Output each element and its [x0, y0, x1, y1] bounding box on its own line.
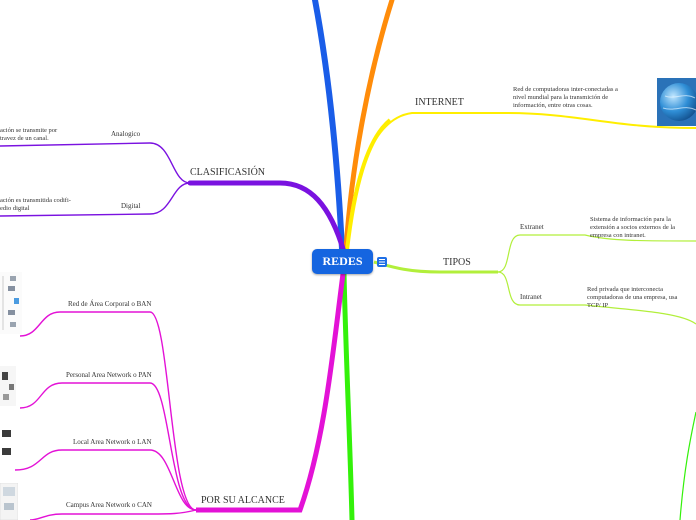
connector-clasificacion [187, 180, 347, 255]
connector-orange-top [343, 0, 395, 252]
digital-note: ación es transmitida codifi- edio digita… [0, 197, 71, 212]
note-icon[interactable] [377, 257, 387, 267]
connector-green-down [341, 273, 355, 520]
branch-clasificacion[interactable]: CLASIFICASIÓN [190, 167, 266, 178]
analogico-note: ación se transmite por travez de un cana… [0, 127, 58, 142]
branch-internet[interactable]: INTERNET [415, 97, 464, 108]
connector-blue-top [312, 0, 345, 252]
extranet-note: Sistema de información para la extensión… [590, 216, 676, 239]
connector-tipos [373, 260, 498, 274]
node-lan[interactable]: Local Area Network o LAN [73, 438, 152, 446]
node-digital[interactable]: Digital [121, 202, 141, 210]
node-pan[interactable]: Personal Area Network o PAN [66, 371, 152, 379]
intranet-note: Red privada que interconecta computadora… [587, 286, 678, 309]
connector-alcance [196, 273, 346, 513]
node-analogico[interactable]: Analogico [111, 130, 141, 138]
pan-diagram-image [0, 366, 16, 406]
internet-note: Red de computadoras inter-conectadas a n… [513, 86, 618, 109]
lan-diagram-image [2, 430, 11, 455]
node-can[interactable]: Campus Area Network o CAN [66, 501, 152, 509]
ban-diagram-image [0, 272, 22, 334]
node-extranet[interactable]: Extranet [520, 223, 544, 231]
globe-image [657, 78, 696, 126]
node-ban[interactable]: Red de Área Corporal o BAN [68, 300, 152, 308]
node-intranet[interactable]: Intranet [520, 293, 542, 301]
branch-tipos[interactable]: TIPOS [443, 257, 471, 268]
can-diagram-image [0, 483, 18, 520]
branch-alcance[interactable]: POR SU ALCANCE [201, 495, 285, 506]
root-node[interactable]: REDES [312, 249, 373, 274]
connector-green-right [679, 411, 696, 520]
